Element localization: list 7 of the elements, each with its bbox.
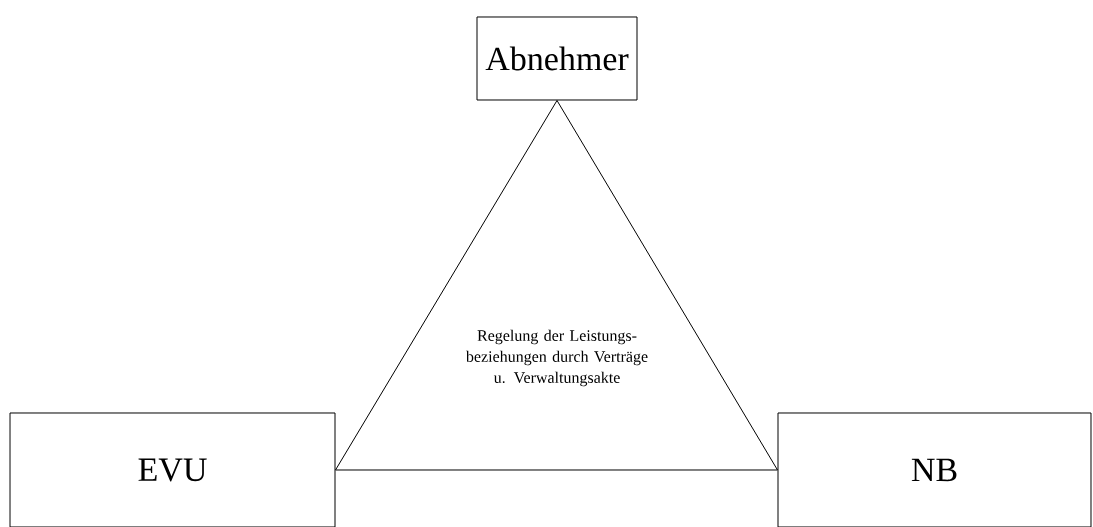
label-box: NB [777,412,1092,527]
connector-line [335,100,558,471]
connector-line [335,469,778,471]
note-text: Regelung der Leistungs-beziehungen durch Verträge u. Verwaltungsakte [465,329,648,387]
label-box: EVU [9,412,336,527]
label-box: Abnehmer [476,16,638,101]
connector-line [556,100,778,471]
